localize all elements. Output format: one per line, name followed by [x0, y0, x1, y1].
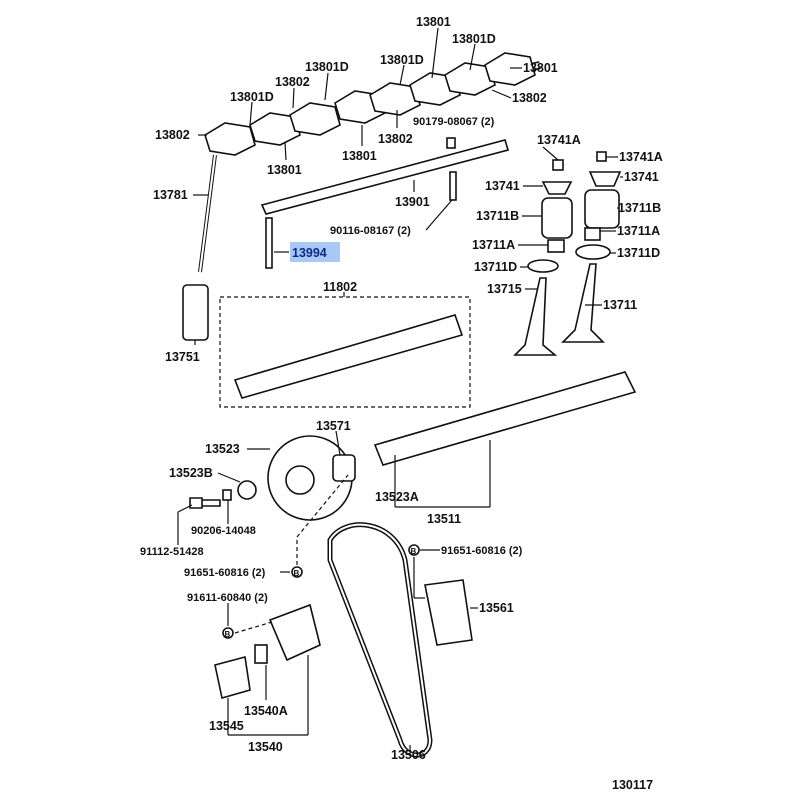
- svg-text:B: B: [294, 569, 300, 578]
- part-label[interactable]: 13802: [512, 91, 547, 105]
- part-labels: 13801 13801D 13801D 13801D 13802 13801D …: [140, 15, 663, 792]
- nut-icon: [446, 137, 456, 149]
- part-label-highlighted[interactable]: 13994: [292, 246, 327, 260]
- part-label[interactable]: 13711: [603, 298, 637, 312]
- part-label[interactable]: 91611-60840 (2): [187, 592, 268, 604]
- part-label[interactable]: 13540A: [244, 704, 288, 718]
- svg-text:B: B: [225, 630, 231, 639]
- b-marker: B: [222, 627, 234, 639]
- washer-90206: [222, 489, 232, 501]
- part-label[interactable]: 91651-60816 (2): [184, 567, 266, 579]
- camshaft-13511: [373, 371, 637, 466]
- b-marker: B: [291, 566, 303, 578]
- part-label[interactable]: 13801: [416, 15, 451, 29]
- part-label[interactable]: 13751: [165, 350, 200, 364]
- part-label[interactable]: 13801D: [452, 32, 496, 46]
- part-label[interactable]: 13506: [391, 748, 426, 762]
- part-label[interactable]: 13781: [153, 188, 188, 202]
- valve-lifter: [182, 284, 209, 341]
- chain-tensioner: [268, 603, 321, 662]
- part-label[interactable]: 13801D: [230, 90, 274, 104]
- tensioner-spring: [254, 644, 268, 664]
- timing-chain: [327, 522, 433, 758]
- part-label[interactable]: 13801D: [380, 53, 424, 67]
- part-label[interactable]: 13561: [479, 601, 514, 615]
- part-label[interactable]: 13540: [248, 740, 283, 754]
- part-label[interactable]: 13802: [275, 75, 310, 89]
- part-label[interactable]: 13511: [427, 512, 461, 526]
- part-label[interactable]: 90116-08167 (2): [330, 225, 411, 237]
- adjuster-screw: [265, 217, 273, 269]
- part-label[interactable]: 13711D: [617, 246, 660, 260]
- camshaft-11802: [233, 314, 464, 399]
- part-label[interactable]: 13711A: [472, 238, 515, 252]
- part-label[interactable]: 13711A: [617, 224, 660, 238]
- part-label[interactable]: 13801: [523, 61, 558, 75]
- intake-valve-assembly: [513, 159, 573, 356]
- tensioner-slipper: [214, 655, 251, 700]
- part-label[interactable]: 13545: [209, 719, 244, 733]
- part-label[interactable]: 91651-60816 (2): [441, 545, 523, 557]
- part-label[interactable]: 13741A: [619, 150, 663, 164]
- dashed-leader: [296, 474, 349, 565]
- diagram-code: 130117: [612, 778, 653, 792]
- chain-guide: [424, 579, 473, 646]
- part-label[interactable]: 13901: [395, 195, 430, 209]
- part-label[interactable]: 13801D: [305, 60, 349, 74]
- part-label[interactable]: 13523: [205, 442, 240, 456]
- rocker-arm-assembly: [204, 52, 541, 156]
- part-label[interactable]: 13741A: [537, 133, 581, 147]
- highlight-13994: [290, 242, 340, 262]
- part-label[interactable]: 90179-08067 (2): [413, 116, 495, 128]
- exhaust-valve-assembly: [561, 151, 622, 343]
- part-label[interactable]: 11802: [323, 280, 357, 294]
- washer-13523B: [237, 480, 257, 500]
- part-label[interactable]: 13802: [155, 128, 190, 142]
- part-label[interactable]: 13523B: [169, 466, 213, 480]
- part-label[interactable]: 91112-51428: [140, 546, 204, 558]
- svg-text:B: B: [411, 547, 417, 556]
- leader-lines: [177, 27, 623, 755]
- thrust-plate-13571: [332, 454, 356, 482]
- part-label[interactable]: 13523A: [375, 490, 419, 504]
- stud-icon: [449, 171, 457, 201]
- part-label[interactable]: 13711D: [474, 260, 517, 274]
- camshaft-bounding-box: [219, 296, 471, 408]
- part-label[interactable]: 13715: [487, 282, 522, 296]
- part-label[interactable]: 13801: [267, 163, 302, 177]
- bolt-91112: [189, 497, 221, 509]
- part-label[interactable]: 13802: [378, 132, 413, 146]
- part-label[interactable]: 13741: [624, 170, 659, 184]
- part-label[interactable]: 13741: [485, 179, 520, 193]
- b-marker: B: [408, 544, 420, 556]
- part-label[interactable]: 13711B: [618, 201, 661, 215]
- part-label[interactable]: 13571: [316, 419, 351, 433]
- rocker-bar: [260, 139, 510, 215]
- part-label[interactable]: 13711B: [476, 209, 519, 223]
- part-label[interactable]: 13801: [342, 149, 377, 163]
- part-label[interactable]: 90206-14048: [191, 525, 256, 537]
- dashed-leader: [234, 621, 273, 634]
